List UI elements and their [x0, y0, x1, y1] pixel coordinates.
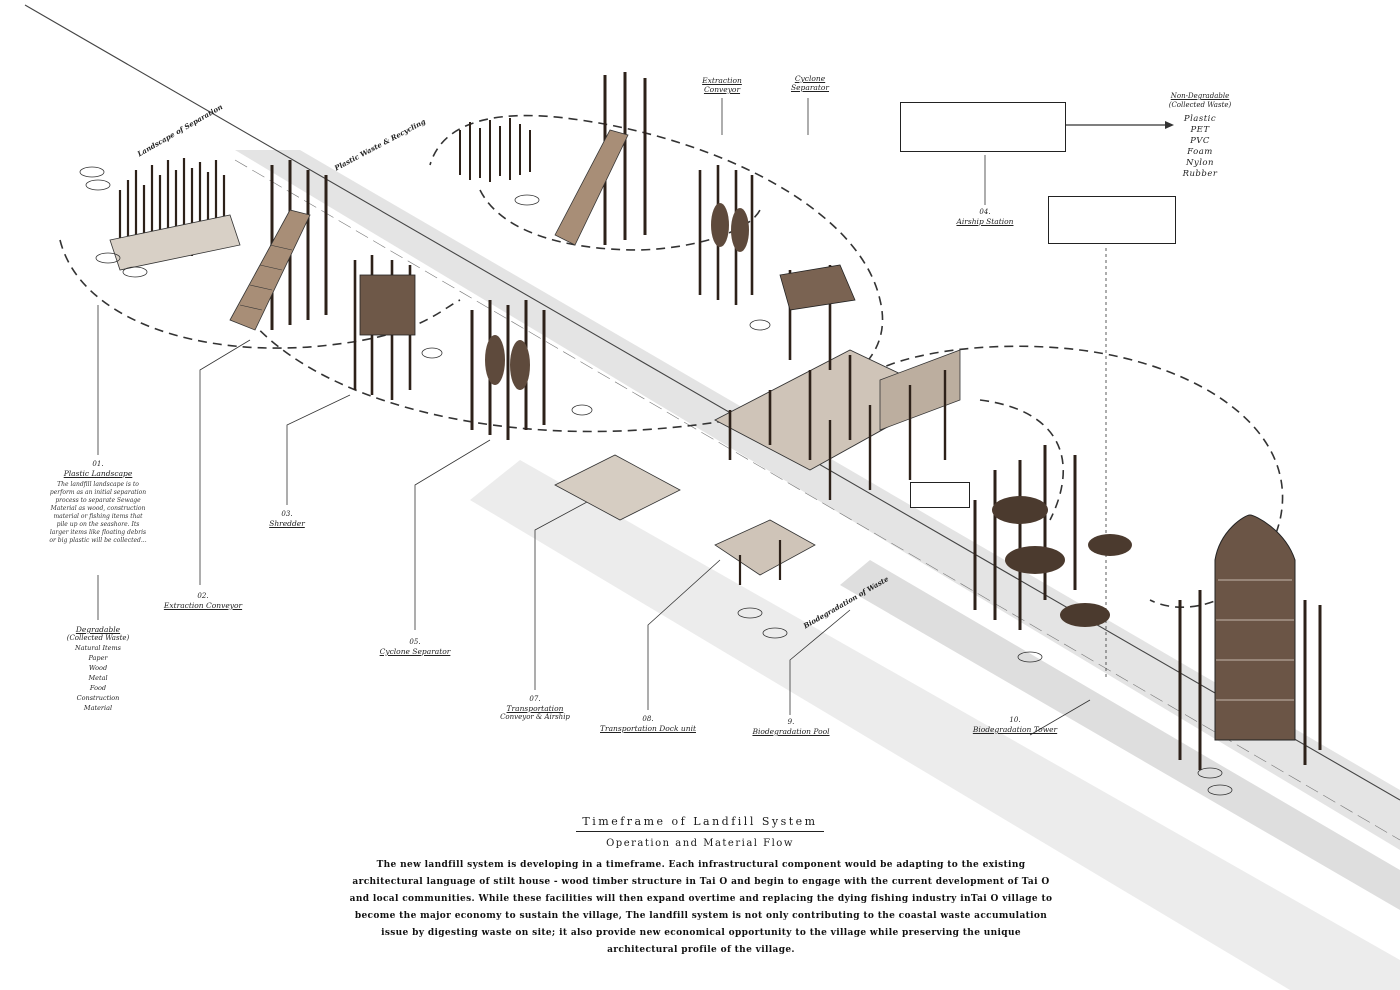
cyclone-separator-left: [470, 300, 546, 440]
secondary-diagonal-axis: [234, 159, 1400, 841]
label-biodegradation-tower: 10. Biodegradation Tower: [972, 716, 1058, 734]
flow-loop-right: [859, 345, 1284, 608]
flow-loop-lower: [979, 399, 1064, 521]
biodegradation-pool-cluster: [973, 445, 1132, 630]
label-cyclone-separator-left: 05. Cyclone Separator: [379, 638, 451, 656]
right-platform: [828, 349, 961, 500]
landscape-base: [109, 214, 241, 271]
transportation-dock: [554, 454, 816, 585]
boat-glyphs: [79, 166, 1233, 796]
flow-loop-left: [59, 239, 461, 349]
note-box-pool: [910, 482, 970, 508]
label-transportation-dock: 08. Transportation Dock unit: [600, 715, 696, 733]
cyclone-separator-top: [698, 165, 754, 305]
note-box-plastic-recycling: [900, 102, 1066, 152]
label-airship-station: 04. Airship Station: [956, 208, 1014, 226]
label-plastic-landscape: 01. Plastic Landscape The landfill lands…: [49, 460, 147, 544]
conveyor-ramp-left: [229, 209, 311, 331]
note-box-quote: [1048, 196, 1176, 244]
non-degradable-list: Non-Degradable (Collected Waste) Plastic…: [1168, 92, 1232, 179]
flow-loop-center: [249, 114, 884, 433]
main-diagonal-axis: [24, 4, 1400, 801]
label-transportation: 07. Transportation Conveyor & Airship: [500, 695, 570, 721]
label-biodegradation-pool: 9. Biodegradation Pool: [752, 718, 830, 736]
arrow-head: [1165, 121, 1174, 129]
top-landscape-sticks: [459, 118, 531, 182]
leader-lines: [97, 98, 1165, 736]
description-paragraph: The new landfill system is developing in…: [349, 860, 1053, 955]
shredder-body: [359, 274, 416, 336]
diagram-subtitle: Operation and Material Flow: [606, 838, 794, 849]
label-extraction-conveyor-top: Extraction Conveyor: [702, 76, 742, 94]
label-shredder: 03. Shredder: [269, 510, 305, 528]
conveyor-ramp-top: [554, 129, 629, 246]
title-block: Timeframe of Landfill System Operation a…: [540, 810, 860, 849]
label-extraction-conveyor-left: 02. Extraction Conveyor: [163, 592, 243, 610]
biodegradation-tower-structure: [1178, 514, 1322, 770]
diagram-title: Timeframe of Landfill System: [576, 815, 824, 832]
label-degradable: Degradable (Collected Waste) Natural Ite…: [66, 625, 130, 712]
flow-loops: [59, 114, 1284, 608]
label-cyclone-separator-top: Cyclone Separator: [790, 74, 830, 92]
